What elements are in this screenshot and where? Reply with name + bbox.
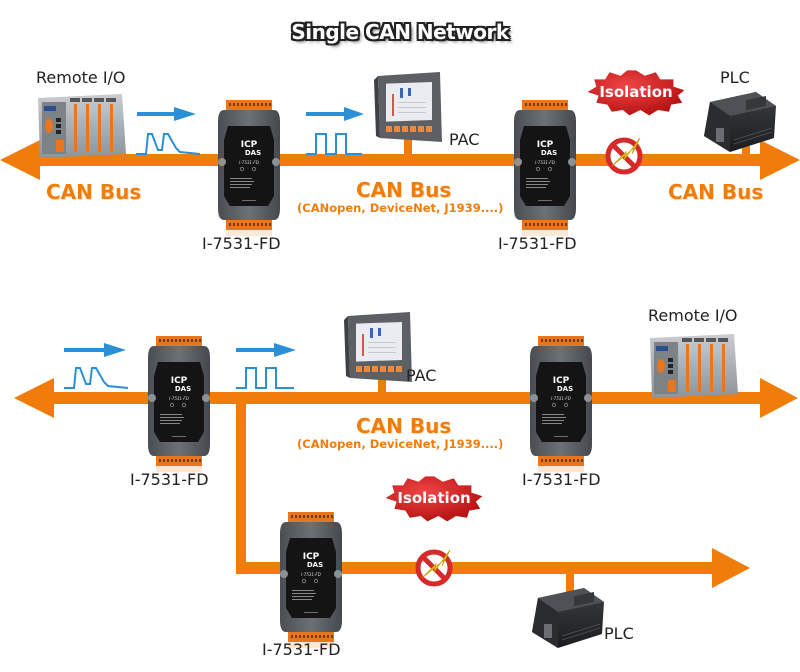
bottom-isolation-no-noise-icon xyxy=(418,550,450,584)
bottom-repeater-3-device xyxy=(279,511,343,649)
bottom-bus-protocols: (CANopen, DeviceNet, J1939....) xyxy=(297,437,504,451)
top-pac-label: PAC xyxy=(449,130,480,149)
top-bus-right-label: CAN Bus xyxy=(668,180,764,204)
top-clean-waveform-icon xyxy=(306,133,362,155)
bottom-bus-center-label: CAN Bus xyxy=(356,414,452,438)
top-isolation-label: Isolation xyxy=(599,83,672,101)
bottom-repeater-2-device xyxy=(529,335,593,473)
bottom-plc-label: PLC xyxy=(604,624,634,643)
top-bus-left-label: CAN Bus xyxy=(46,180,142,204)
bottom-pac-device xyxy=(344,312,412,382)
top-bus-center-label: CAN Bus xyxy=(356,178,452,202)
top-remote-io-device xyxy=(38,94,126,158)
bottom-clean-signal-arrow-icon xyxy=(236,343,296,357)
top-bus-protocols: (CANopen, DeviceNet, J1939....) xyxy=(297,201,504,215)
bottom-clean-waveform-icon xyxy=(236,367,294,389)
top-repeater-1-device xyxy=(217,99,281,237)
top-plc-label: PLC xyxy=(720,68,750,87)
bottom-plc-device xyxy=(531,587,605,649)
bottom-repeater-1-device xyxy=(147,335,211,473)
top-distorted-signal-arrow-icon xyxy=(137,107,196,121)
top-repeater-2-device xyxy=(513,99,577,237)
top-clean-signal-arrow-icon xyxy=(306,107,364,121)
top-repeater-1-label: I-7531-FD xyxy=(202,234,281,253)
top-distorted-waveform-icon xyxy=(136,133,201,155)
top-pac-device xyxy=(374,72,442,142)
bottom-pac-label: PAC xyxy=(406,366,437,385)
bottom-remote-io-device xyxy=(650,334,738,398)
page-title: Single CAN Network xyxy=(291,20,509,44)
bottom-isolation-label: Isolation xyxy=(397,489,470,507)
bottom-repeater-2-label: I-7531-FD xyxy=(522,470,601,489)
bottom-distorted-signal-arrow-icon xyxy=(64,343,126,357)
top-repeater-2-label: I-7531-FD xyxy=(498,234,577,253)
bottom-distorted-waveform-icon xyxy=(64,367,129,389)
bottom-remote-io-label: Remote I/O xyxy=(648,306,738,325)
top-remote-io-label: Remote I/O xyxy=(36,68,126,87)
bottom-repeater-3-label: I-7531-FD xyxy=(262,640,341,659)
top-isolation-no-noise-icon xyxy=(608,138,640,172)
bottom-repeater-1-label: I-7531-FD xyxy=(130,470,209,489)
